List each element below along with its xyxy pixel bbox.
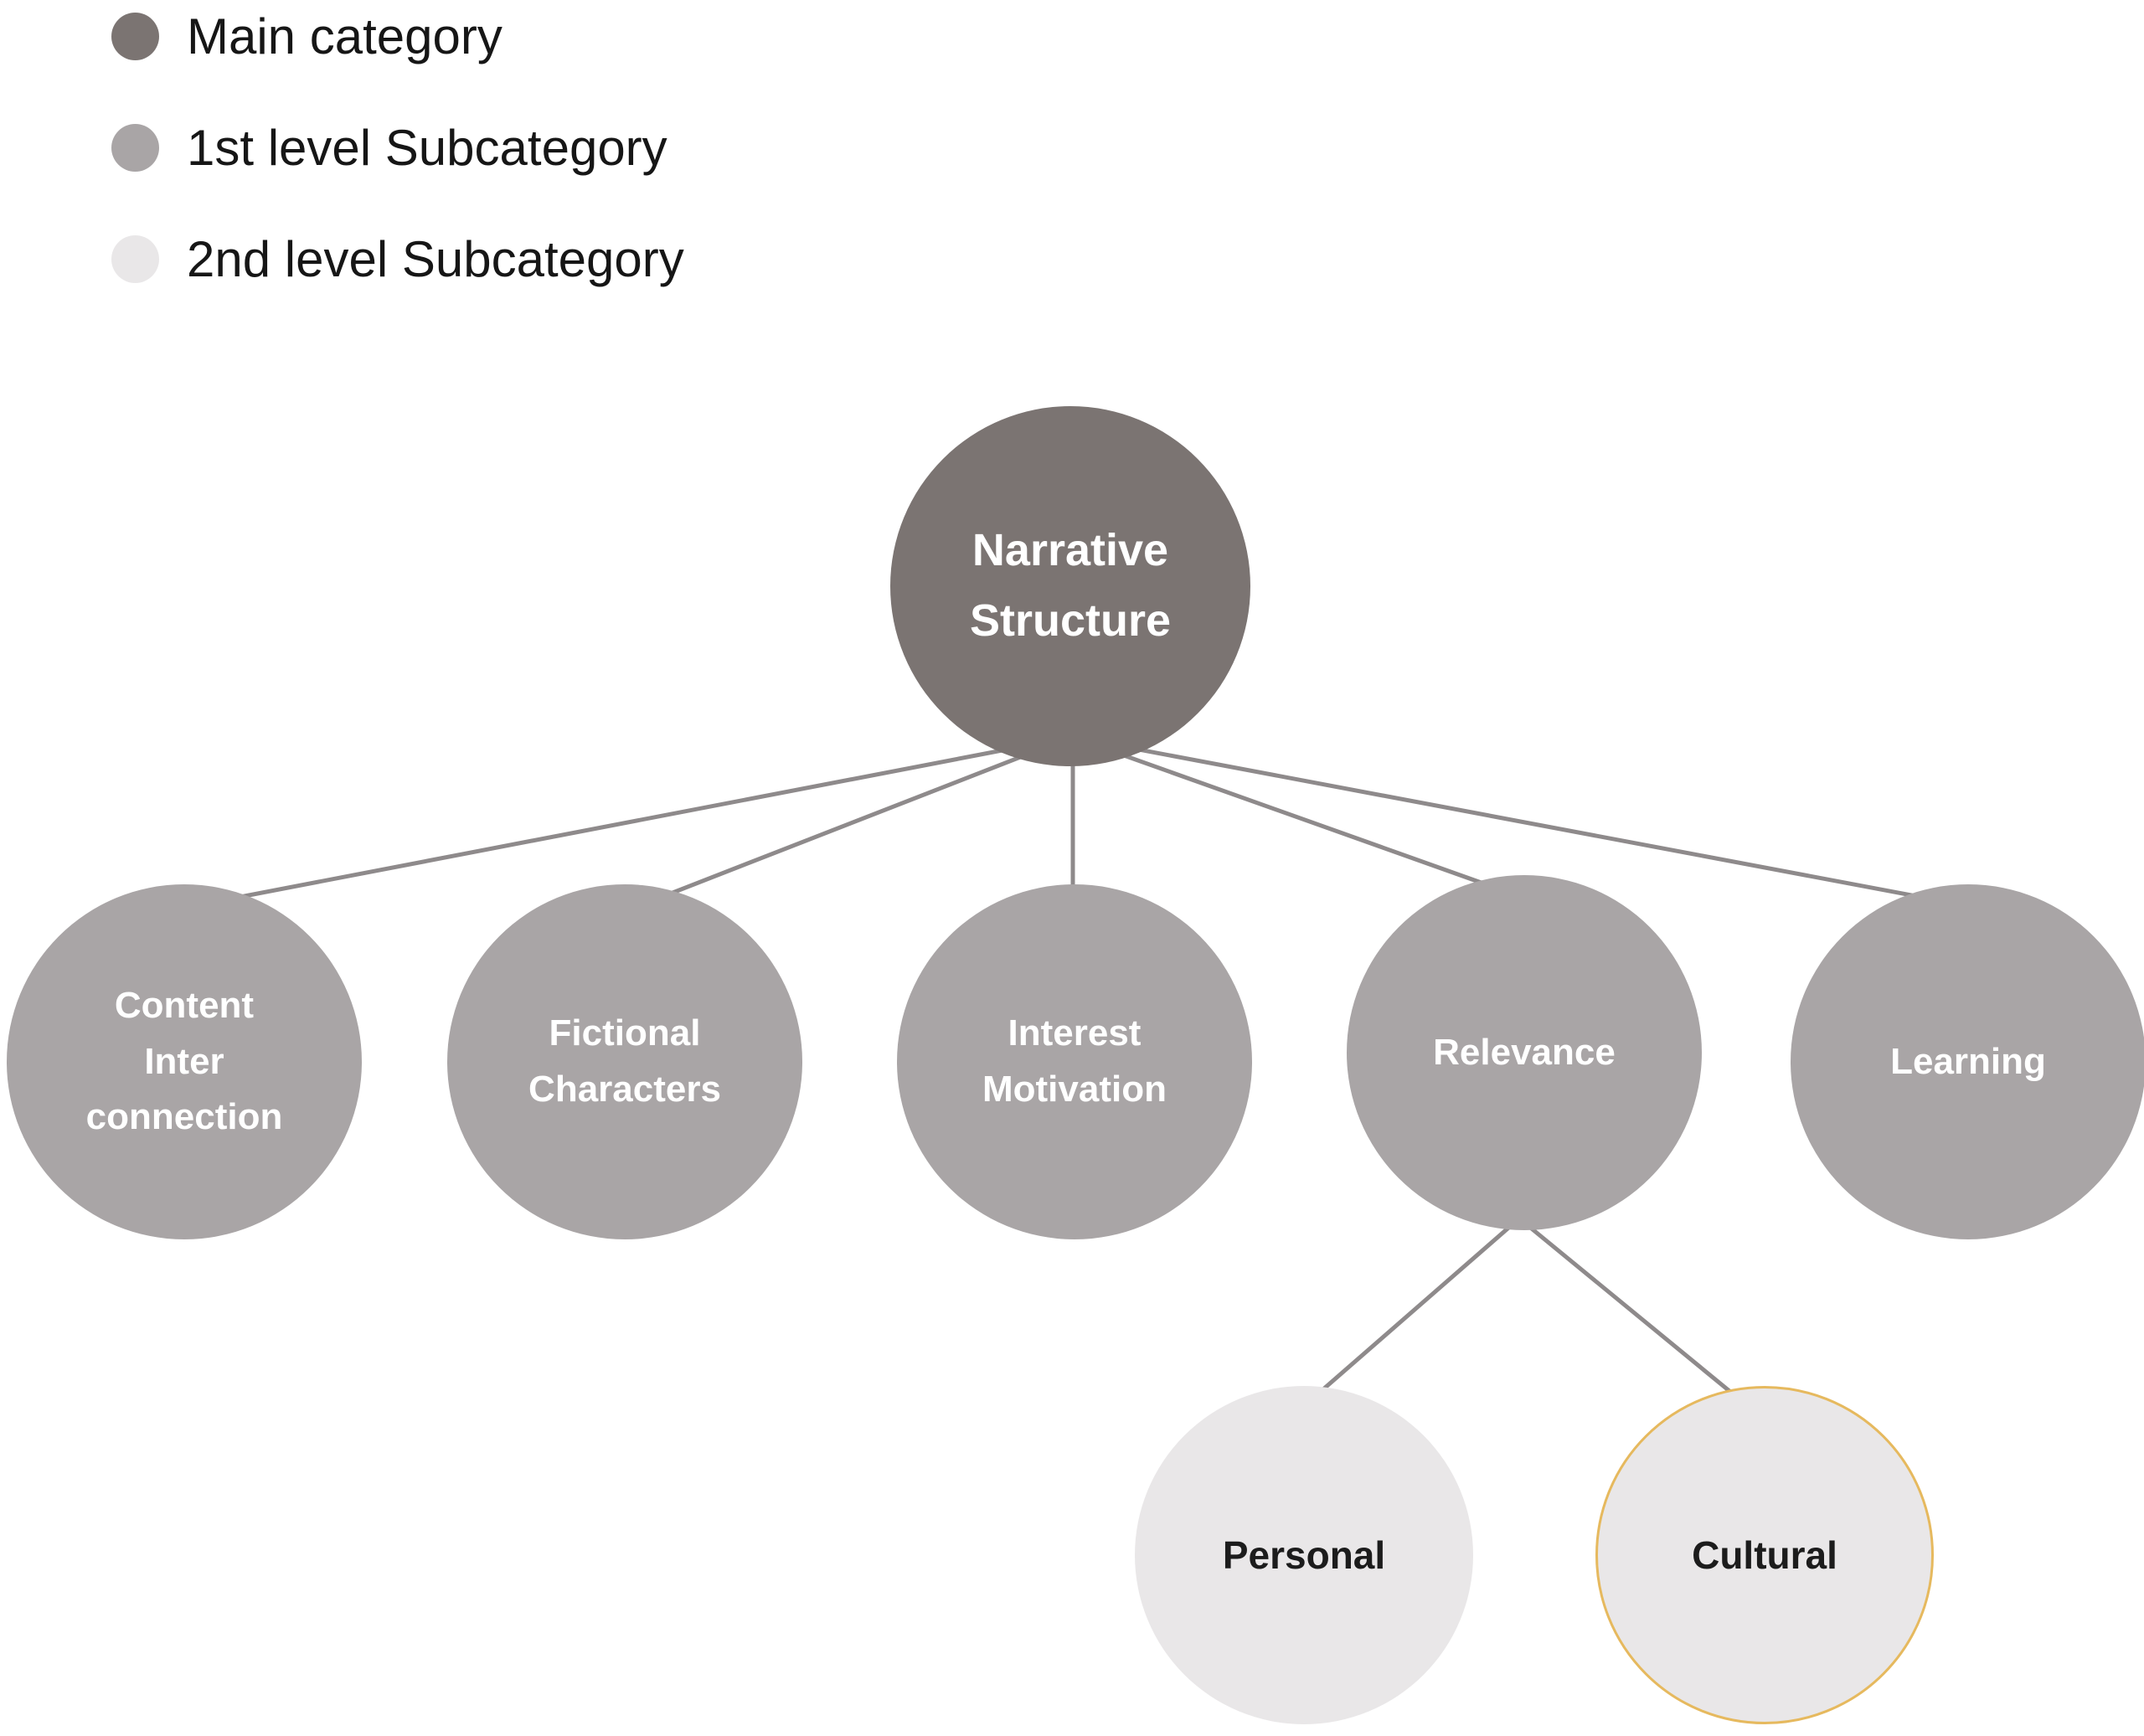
edge-relevance-to-personal [1309, 1217, 1521, 1402]
legend-label-1st-level-subcategory: 1st level Subcategory [187, 120, 667, 176]
sub2-category-circle-icon [111, 235, 159, 283]
main-category-circle-icon [111, 13, 159, 60]
node-label-personal: Personal [1222, 1533, 1386, 1577]
node-cultural: Cultural [1595, 1386, 1934, 1724]
legend-item-1st-level-subcategory: 1st level Subcategory [111, 119, 684, 177]
node-learning: Learning [1791, 884, 2144, 1239]
edge-root-to-learning [1071, 734, 1952, 905]
legend-label-2nd-level-subcategory: 2nd level Subcategory [187, 231, 684, 287]
edge-root-to-fictional-characters [637, 734, 1073, 909]
sub1-category-circle-icon [111, 124, 159, 172]
edge-root-to-relevance [1071, 734, 1515, 897]
node-label-content-interconnection: Content Inter connection [85, 984, 283, 1138]
edge-relevance-to-cultural [1518, 1217, 1745, 1404]
node-label-narrative-structure: Narrative Structure [969, 525, 1172, 646]
node-label-interest-motivation: Interest Motivation [982, 1012, 1167, 1110]
node-personal: Personal [1135, 1386, 1473, 1724]
edge-root-to-content-interconnection [200, 734, 1073, 907]
node-label-learning: Learning [1890, 1040, 2046, 1082]
node-fictional-characters: Fictional Characters [447, 884, 802, 1239]
legend-label-main-category: Main category [187, 8, 502, 64]
node-label-cultural: Cultural [1692, 1533, 1837, 1577]
node-content-interconnection: Content Inter connection [7, 884, 362, 1239]
legend-item-main-category: Main category [111, 8, 684, 65]
node-interest-motivation: Interest Motivation [897, 884, 1252, 1239]
node-relevance: Relevance [1347, 875, 1702, 1230]
node-label-fictional-characters: Fictional Characters [528, 1012, 721, 1110]
node-narrative-structure: Narrative Structure [890, 406, 1250, 766]
node-label-relevance: Relevance [1433, 1031, 1616, 1073]
legend-item-2nd-level-subcategory: 2nd level Subcategory [111, 230, 684, 288]
legend: Main category 1st level Subcategory 2nd … [111, 8, 684, 288]
